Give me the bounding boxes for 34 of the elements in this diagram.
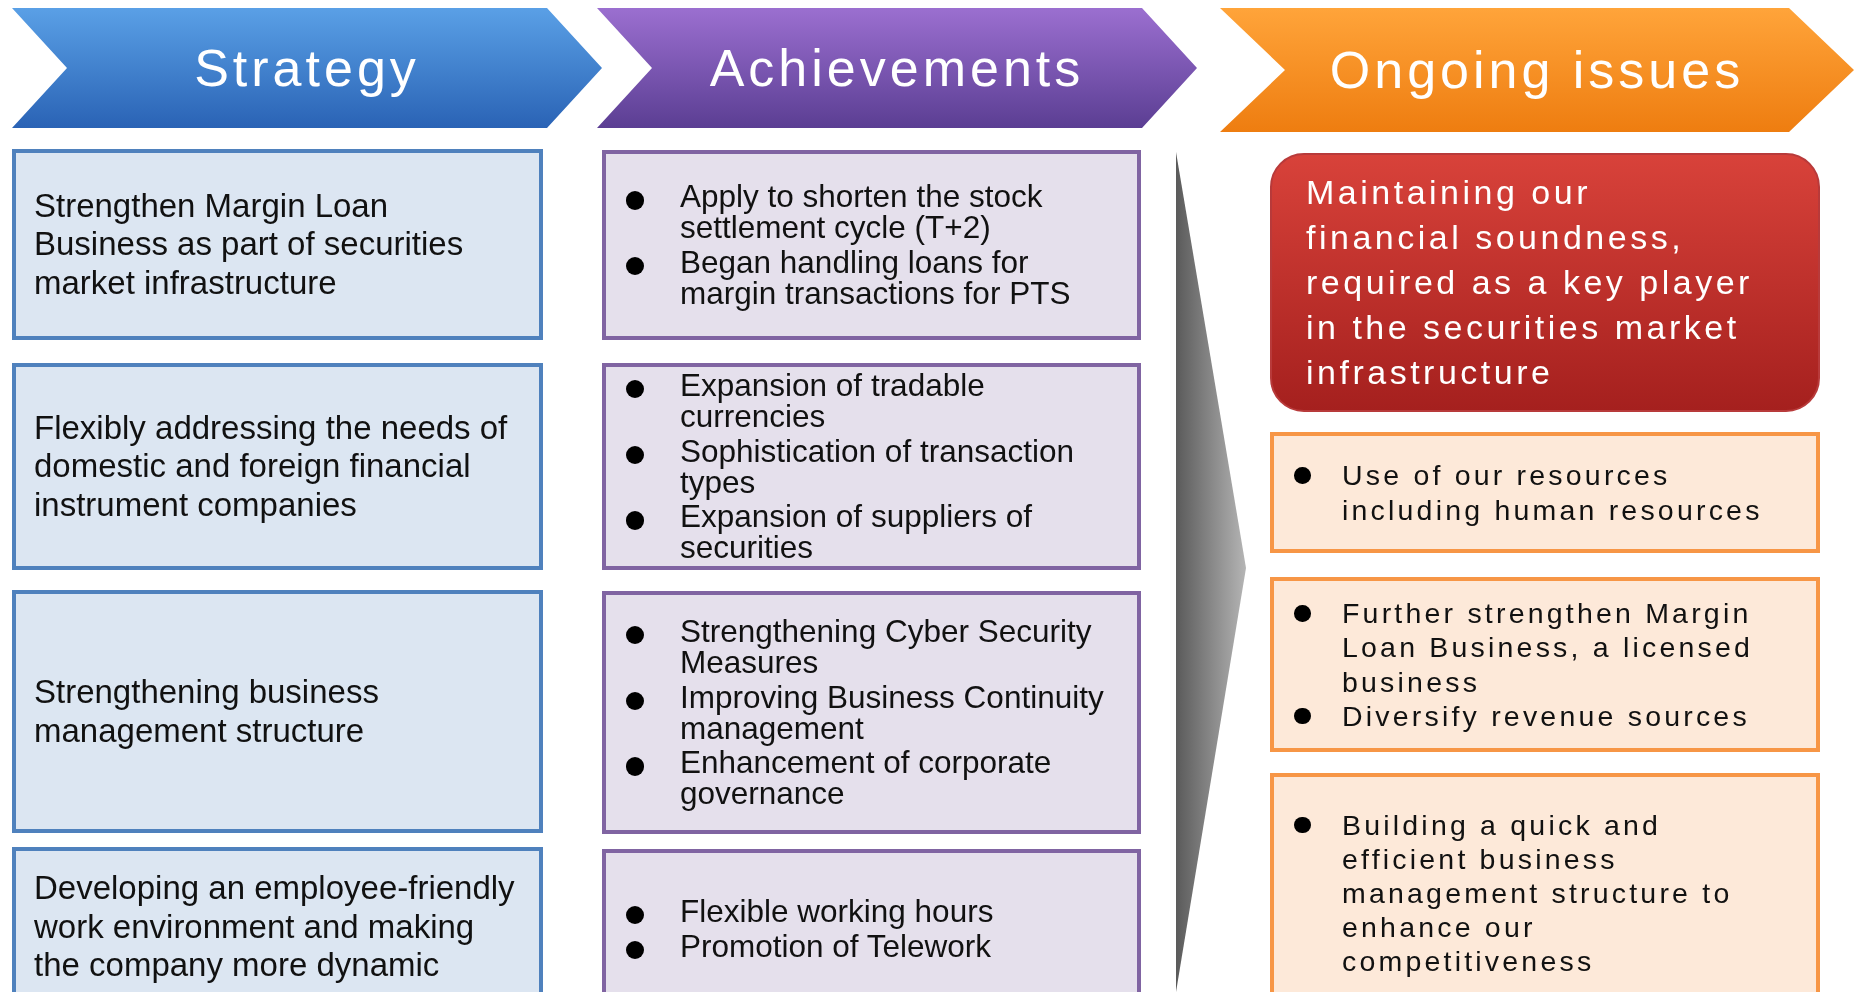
issue-box [1270,432,1820,553]
achievement-box [602,363,1141,570]
issue-box [1270,773,1820,992]
bullet-item: Enhancement of corporate governance [624,747,1127,810]
bullet-item: Improving Business Continuity management [624,681,1127,744]
box-text: Maintaining our financial soundness, required as a key player in the securities market infrastructure [1306,172,1754,393]
bullet-item: Further strengthen Margin Loan Business, a licensed business [1292,596,1776,699]
bullet-item: Sophistication of transaction types [624,435,1127,498]
bullet-item: Began handling loans for margin transactions for PTS [624,247,1127,309]
bullet-item: Promotion of Telework [624,931,1127,962]
box-text: Strengthening business management structure [34,672,380,751]
bullet-item: Flexible working hours [624,896,1127,927]
key-issue-box [1270,153,1820,412]
bullet-item: Diversify revenue sources [1292,698,1776,733]
strategy-box [12,590,543,833]
bullet-item: Expansion of tradable currencies [624,369,1127,432]
strategy-box [12,149,543,340]
issue-box [1270,577,1820,752]
bullet-item: Apply to shorten the stock settlement cycle (T+2) [624,181,1127,243]
box-text: Flexibly addressing the needs of domestic and foreign financial instrument companies [34,408,509,525]
column-heading: Achievements [709,38,1085,98]
column-heading: Ongoing issues [1329,40,1745,100]
strategy-box [12,363,543,570]
column-heading: Strategy [194,38,420,98]
bullet-item: Use of our resources including human resources [1292,458,1776,527]
box-text: Developing an employee-friendly work environment and making the company more dynamic [34,869,515,985]
bullet-item: Expansion of suppliers of securities [624,501,1127,564]
achievement-box [602,591,1141,834]
strategy-box [12,847,543,992]
box-text: Strengthen Margin Loan Business as part of securities market infrastructure [34,186,465,303]
achievement-box [602,849,1141,992]
achievement-box [602,150,1141,340]
bullet-item: Strengthening Cyber Security Measures [624,615,1127,678]
bullet-item: Building a quick and efficient business management structure to enhance our competitiveness [1292,807,1776,979]
